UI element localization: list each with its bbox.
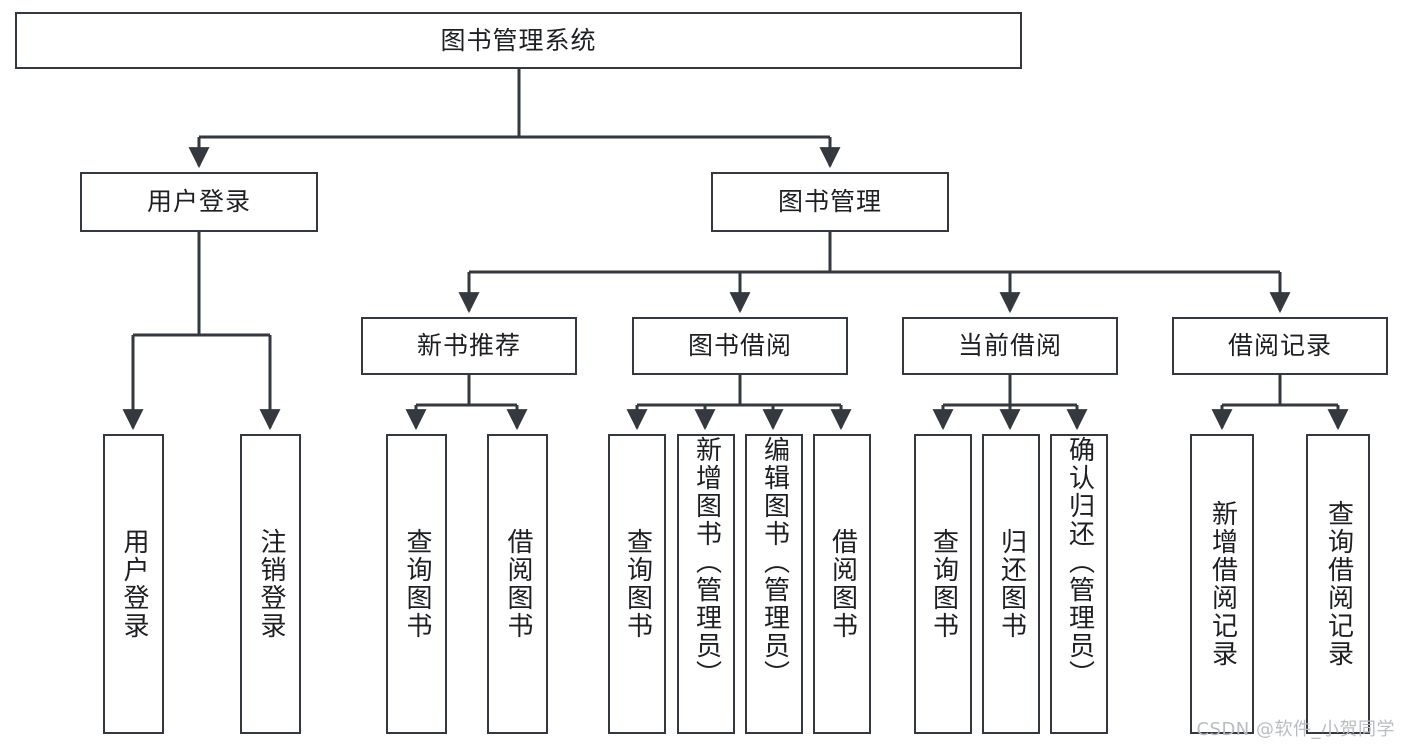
leaf-book-borrow-edit[interactable]: 编辑图书（管理员） xyxy=(745,434,803,734)
node-label: 借阅图书 xyxy=(503,528,534,640)
leaf-borrow-record-add[interactable]: 新增借阅记录 xyxy=(1190,434,1254,734)
node-label: 确认归还（管理员） xyxy=(1064,436,1095,688)
leaf-book-borrow-add[interactable]: 新增图书（管理员） xyxy=(677,434,735,734)
node-label: 图书借阅 xyxy=(687,331,792,360)
leaf-book-borrow-borrow[interactable]: 借阅图书 xyxy=(813,434,871,734)
leaf-user-login-logout[interactable]: 注销登录 xyxy=(240,434,301,734)
node-borrow-record[interactable]: 借阅记录 xyxy=(1172,317,1388,375)
leaf-new-book-borrow[interactable]: 借阅图书 xyxy=(487,434,548,734)
node-label: 新增借阅记录 xyxy=(1207,500,1238,668)
node-label: 查询借阅记录 xyxy=(1323,500,1354,668)
node-label: 图书管理 xyxy=(777,187,882,216)
node-label: 新增图书（管理员） xyxy=(691,436,722,688)
leaf-book-borrow-query[interactable]: 查询图书 xyxy=(608,434,666,734)
node-user-login[interactable]: 用户登录 xyxy=(80,172,318,232)
node-root-system[interactable]: 图书管理系统 xyxy=(15,12,1022,69)
node-label: 新书推荐 xyxy=(416,331,521,360)
leaf-current-borrow-confirm-return[interactable]: 确认归还（管理员） xyxy=(1050,434,1108,734)
node-label: 注销登录 xyxy=(256,528,287,640)
node-label: 借阅记录 xyxy=(1227,331,1332,360)
node-label: 查询图书 xyxy=(402,528,433,640)
leaf-user-login-login[interactable]: 用户登录 xyxy=(103,434,164,734)
csdn-watermark: CSDN @软件_小贺同学 xyxy=(1196,719,1395,740)
node-label: 查询图书 xyxy=(928,528,959,640)
node-book-management[interactable]: 图书管理 xyxy=(711,172,949,232)
leaf-current-borrow-return[interactable]: 归还图书 xyxy=(982,434,1040,734)
leaf-borrow-record-query[interactable]: 查询借阅记录 xyxy=(1306,434,1370,734)
node-current-borrow[interactable]: 当前借阅 xyxy=(902,317,1118,375)
node-label: 用户登录 xyxy=(146,187,251,216)
node-book-borrow[interactable]: 图书借阅 xyxy=(632,317,848,375)
node-label: 查询图书 xyxy=(622,528,653,640)
node-label: 图书管理系统 xyxy=(440,25,597,55)
node-label: 当前借阅 xyxy=(957,331,1062,360)
node-label: 归还图书 xyxy=(996,528,1027,640)
leaf-new-book-query[interactable]: 查询图书 xyxy=(386,434,447,734)
node-label: 借阅图书 xyxy=(827,528,858,640)
leaf-current-borrow-query[interactable]: 查询图书 xyxy=(914,434,972,734)
node-label: 编辑图书（管理员） xyxy=(759,436,790,688)
node-new-book-recommend[interactable]: 新书推荐 xyxy=(361,317,577,375)
node-label: 用户登录 xyxy=(119,528,150,640)
